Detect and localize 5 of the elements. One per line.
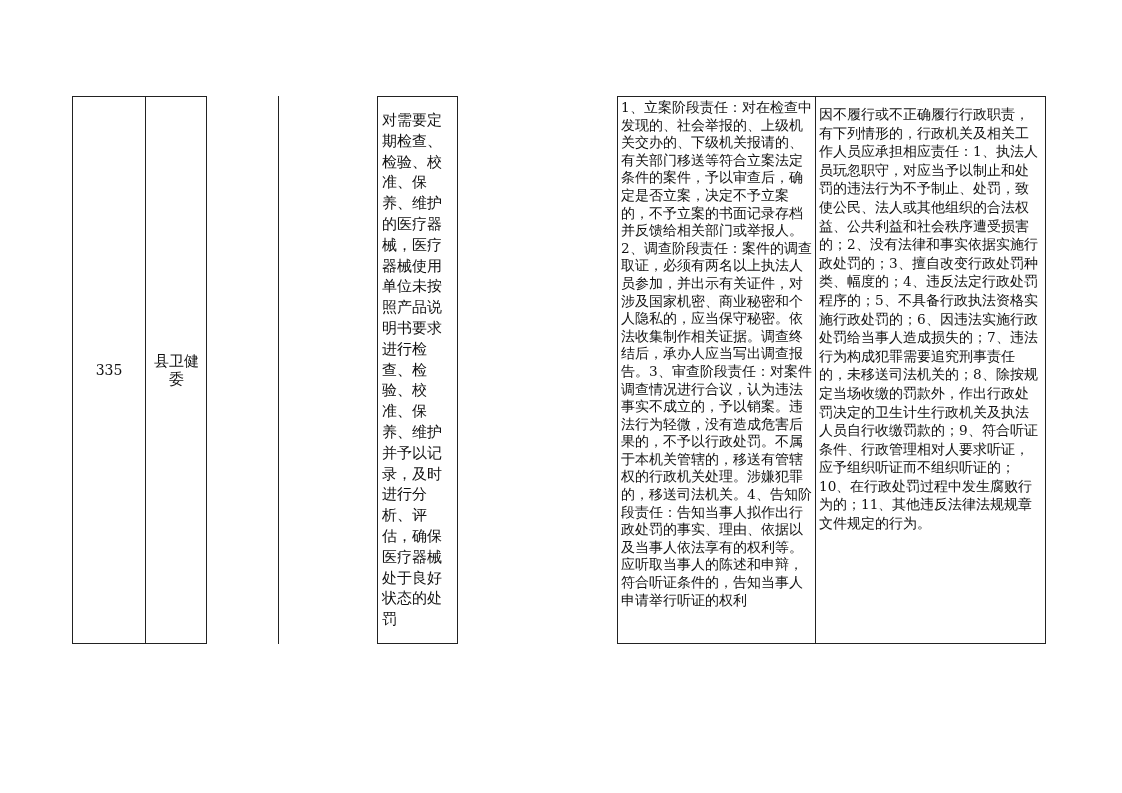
- table-cell: 335: [72, 96, 146, 644]
- table-cell: 因不履行或不正确履行行政职责，有下列情形的，行政机关及相关工作人员应承担相应责任：1、执法人员玩忽职守，对应当予以制止和处罚的违法行为不予制止、处罚，致使公民、法人或其他组织的合法权益、公共利益和社会秩序遭受损害的；2、没有法律和事实依据实施行政处罚的；3、擅自改变行政处罚种类、幅度的；4、违反法定行政处罚程序的；5、不具备行政执法资格实施行政处罚的；6、因违法实施行政处罚给当事人造成损失的；7、违法行为构成犯罪需要追究刑事责任的，未移送司法机关的；8、除按规定当场收缴的罚款外，作出行政处罚决定的卫生计生行政机关及执法人员自行收缴罚款的；9、符合听证条件、行政管理相对人要求听证，应予组织听证而不组织听证的；10、在行政处罚过程中发生腐败行为的；11、其他违反法律法规规章文件规定的行为。: [815, 96, 1046, 644]
- table-cell: 对需要定期检查、检验、校准、保养、维护的医疗器械，医疗器械使用单位未按照产品说明书要求进行检查、检验、校准、保养、维护并予以记录，及时进行分析、评估，确保医疗器械处于良好状态的处罚: [377, 96, 458, 644]
- table-cell: 1、立案阶段责任：对在检查中发现的、社会举报的、上级机关交办的、下级机关报请的、有关部门移送等符合立案法定条件的案件，予以审查后，确定是否立案，决定不予立案的，不予立案的书面记录存档并反馈给相关部门或举报人。2、调查阶段责任：案件的调查取证，必须有两名以上执法人员参加，并出示有关证件，对涉及国家机密、商业秘密和个人隐私的，应当保守秘密。依法收集制作相关证据。调查终结后，承办人应当写出调查报告。3、审查阶段责任：对案件调查情况进行合议，认为违法事实不成立的，予以销案。违法行为轻微，没有造成危害后果的，不予以行政处罚。不属于本机关管辖的，移送有管辖权的行政机关处理。涉嫌犯罪的，移送司法机关。4、告知阶段责任：告知当事人拟作出行政处罚的事实、理由、依据以及当事人依法享有的权利等。应听取当事人的陈述和申辩，符合听证条件的，告知当事人申请举行听证的权利: [617, 96, 816, 644]
- table-cell: 县卫健委: [145, 96, 207, 644]
